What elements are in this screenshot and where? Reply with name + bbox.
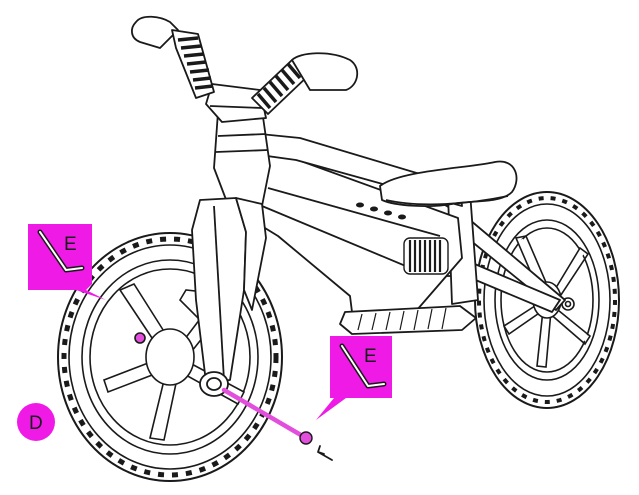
seat (379, 160, 518, 207)
step-marker: D (17, 403, 55, 441)
callout-letter: E (64, 234, 77, 255)
callout-letter: E (364, 346, 377, 367)
step-marker-label: D (29, 413, 43, 434)
front-fork (191, 197, 267, 397)
axle-bolt (221, 387, 313, 445)
handlebar (131, 15, 359, 123)
seat-clamp (403, 237, 449, 275)
callout-hex-key-top: E (28, 224, 106, 300)
insert-arrow-icon (317, 445, 333, 461)
callout-hex-key-axle: E (316, 336, 392, 420)
